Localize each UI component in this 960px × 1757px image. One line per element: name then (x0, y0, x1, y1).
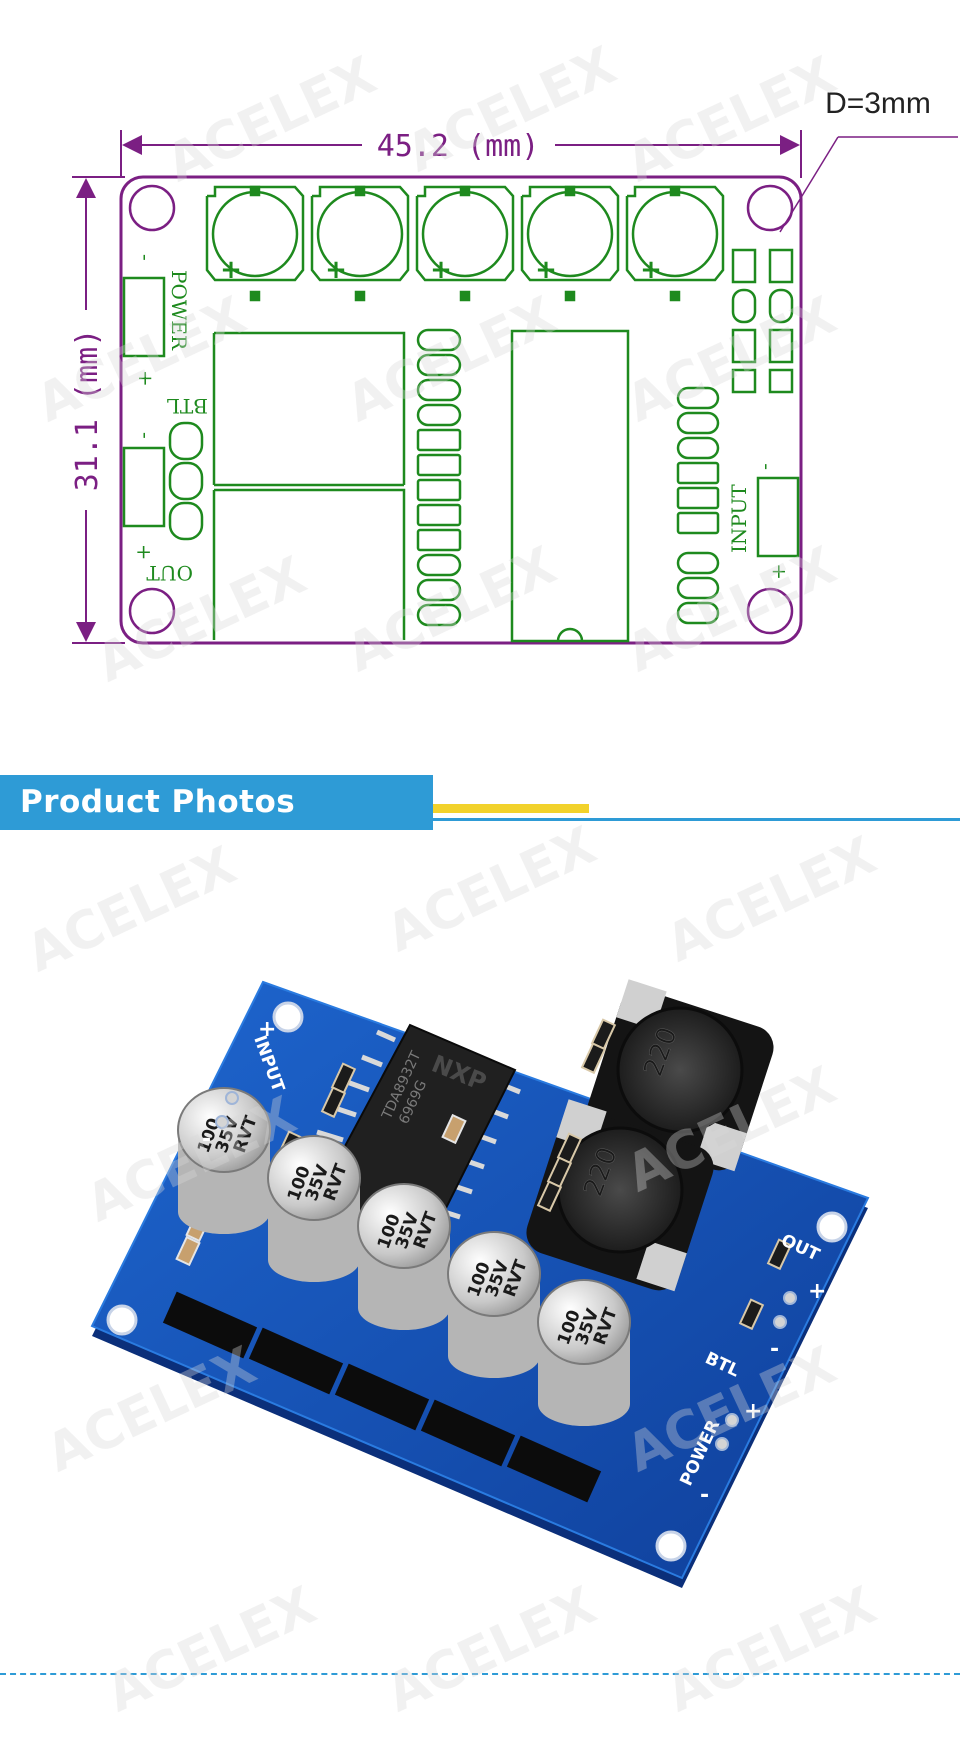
ic-footprint (510, 329, 630, 643)
capacitor-plus-marks: + + + + + (220, 255, 662, 285)
electrolytic-capacitor: 100 35V RVT (267, 1135, 361, 1282)
electrolytic-capacitor: 100 35V RVT (447, 1231, 541, 1378)
dimension-diagram: 45.2 (mm) 31.1 (mm) D=3mm (70, 87, 958, 645)
banner-accent-bar (433, 804, 589, 813)
out-minus: - (134, 432, 158, 439)
photo-out-minus: - (770, 1337, 779, 1362)
board-outline (119, 175, 803, 645)
section-title: Product Photos (20, 784, 296, 820)
input-label: INPUT (727, 484, 751, 553)
section-banner (0, 775, 433, 830)
photo-power-minus: - (700, 1483, 709, 1508)
connector-pads (215, 1091, 797, 1451)
capacitor-footprints (205, 185, 725, 302)
photo-power-plus: + (744, 1399, 762, 1424)
power-minus: - (134, 254, 158, 261)
svg-text:+: + (430, 255, 452, 285)
electrolytic-capacitor: 100 35V RVT (537, 1279, 631, 1426)
photo-input-minus: - (202, 1127, 211, 1152)
svg-text:+: + (640, 255, 662, 285)
svg-text:+: + (535, 255, 557, 285)
btl-jumper-footprints (168, 421, 204, 541)
width-dimension: 45.2 (mm) (120, 129, 802, 178)
input-plus: + (766, 563, 790, 580)
power-label: POWER (167, 270, 191, 351)
width-label: 45.2 (mm) (377, 129, 540, 164)
header-pins (162, 1291, 602, 1503)
inductor-footprints (212, 331, 406, 640)
btl-label: BTL (167, 394, 208, 418)
bottom-divider (0, 1673, 960, 1675)
svg-text:+: + (220, 255, 242, 285)
electrolytic-capacitor: 100 35V RVT (357, 1183, 451, 1330)
electrolytic-capacitor: 100 35V RVT (177, 1087, 271, 1234)
height-label: 31.1 (mm) (70, 329, 105, 492)
hole-dimension: D=3mm (779, 87, 958, 233)
hole-label: D=3mm (825, 87, 931, 120)
electrolytic-capacitors: 100 35V RVT 100 35V RVT 100 35V RVT 100 … (177, 1087, 631, 1426)
banner-divider-line (433, 818, 960, 821)
photo-out-plus: + (808, 1279, 826, 1304)
out-label: OUT (146, 561, 193, 585)
out-plus: + (135, 541, 152, 565)
input-minus: - (752, 463, 776, 470)
inductor: 220 (526, 1099, 714, 1292)
resistor-footprints (416, 328, 720, 627)
svg-text:+: + (325, 255, 347, 285)
height-dimension: 31.1 (mm) (70, 176, 125, 644)
right-smd-footprints (731, 248, 794, 394)
product-photo: NXP TDA8932T 6969G B 220 220 (90, 979, 870, 1588)
photo-input-plus: + (258, 1017, 276, 1042)
connector-footprints (122, 276, 800, 558)
power-plus: + (134, 370, 158, 387)
inductor: 220 (586, 979, 774, 1172)
mounting-holes (128, 184, 794, 635)
